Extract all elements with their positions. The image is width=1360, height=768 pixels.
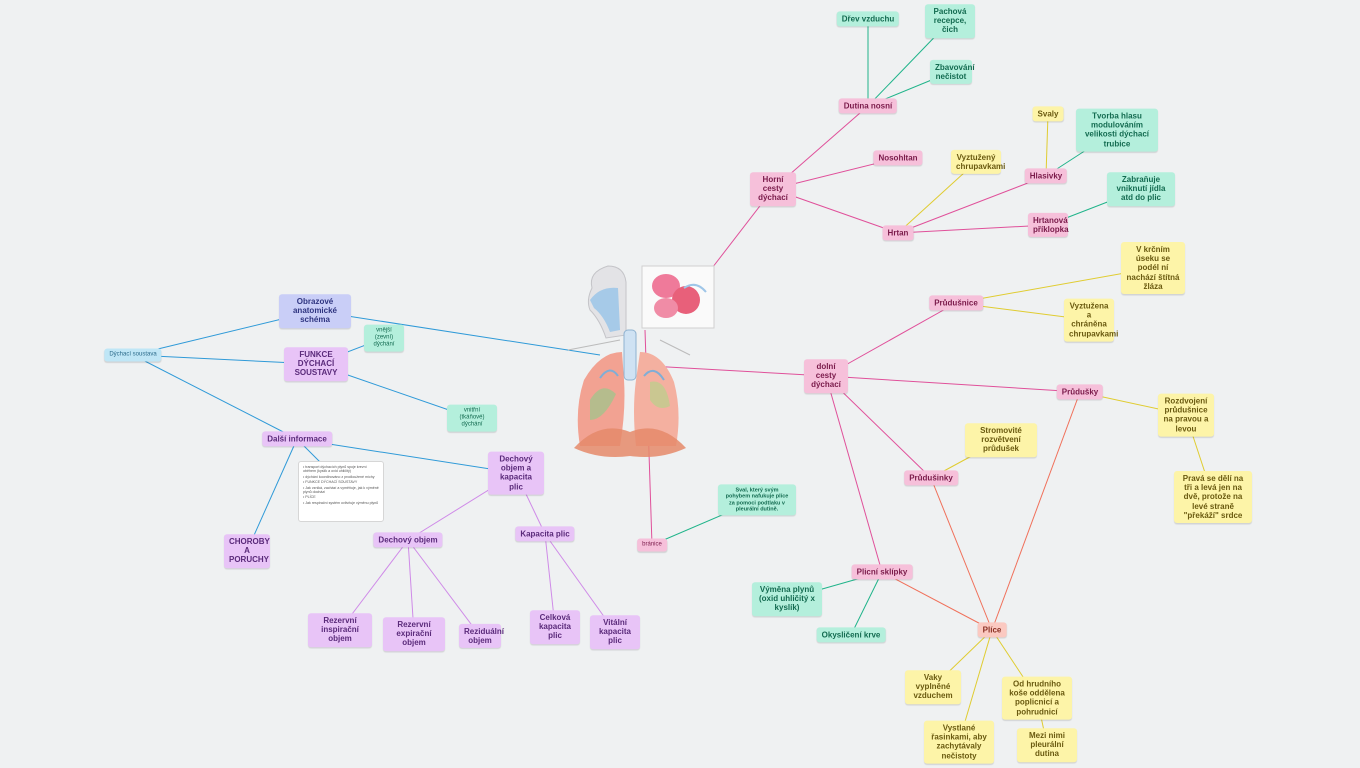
node-dutina-nosni[interactable]: Dutina nosní: [838, 98, 898, 114]
node-v-krcnim-useku[interactable]: V krčním úseku se podél ní nachází štítn…: [1121, 242, 1185, 294]
node-zbavovani-necistot[interactable]: Zbavování nečistot: [930, 59, 975, 85]
node-vitalni-kapacita[interactable]: Vitální kapacita plic: [590, 615, 640, 649]
node-okysliceni-krve[interactable]: Okysličení krve: [816, 627, 886, 643]
node-vyztuzeny-chrupavkami[interactable]: Vyztužený chrupavkami: [951, 149, 1005, 175]
notes-card[interactable]: • transport dýchacích plynů spoje krevní…: [298, 461, 384, 522]
node-hlasivky[interactable]: Hlasivky: [1024, 168, 1068, 184]
node-obrazove-schema[interactable]: Obrazové anatomické schéma: [279, 294, 351, 328]
note-line: • FUNKCE DÝCHACÍ SOUSTAVY: [303, 480, 358, 484]
node-svaly[interactable]: Svaly: [1032, 106, 1064, 122]
node-plice[interactable]: Plíce: [977, 622, 1007, 638]
note-line: • Jak respirační systém ovlivňuje výměnu…: [303, 500, 379, 505]
node-funkce[interactable]: FUNKCE DÝCHACÍ SOUSTAVY: [284, 347, 348, 381]
note-line: • Jak vzniká, zachází a vyměňuje, jak k …: [303, 485, 379, 494]
respiratory-system-illustration: [567, 265, 715, 457]
node-nosohltan[interactable]: Nosohltan: [873, 150, 923, 166]
node-choroby[interactable]: CHOROBY A PORUCHY: [224, 534, 270, 568]
node-vnejsi-dychani[interactable]: vnější (zevní) dýchání: [364, 324, 404, 352]
node-celkova-kapacita[interactable]: Celková kapacita plic: [530, 610, 580, 644]
node-drev-vzduchu[interactable]: Dřev vzduchu: [836, 11, 900, 27]
node-zabranuje-vniknuti[interactable]: Zabraňuje vniknutí jídla atd do plic: [1107, 172, 1175, 206]
node-rozdvojeni[interactable]: Rozdvojení průdušnice na pravou a levou: [1158, 393, 1214, 437]
node-pachova-recepce[interactable]: Pachová recepce, čich: [925, 4, 975, 38]
node-prudusinky[interactable]: Průdušinky: [904, 470, 958, 486]
node-vystlane-rasinkami[interactable]: Vystlané řasinkami, aby zachytávaly neči…: [924, 720, 994, 764]
node-hrtanova-priklopka[interactable]: Hrtanová příklopka: [1028, 212, 1069, 238]
node-rezervni-inspiracni[interactable]: Rezervní inspirační objem: [308, 613, 372, 647]
node-rezidualni[interactable]: Reziduální objem: [459, 623, 504, 649]
note-line: • dýchání koordinováno z prodloužené míc…: [303, 474, 375, 479]
node-dechovy-objem-kapacita[interactable]: Dechový objem a kapacita plic: [488, 451, 544, 495]
node-prudusnice[interactable]: Průdušnice: [929, 295, 983, 311]
node-dechovy-objem[interactable]: Dechový objem: [373, 532, 443, 548]
node-tvorba-hlasu[interactable]: Tvorba hlasu modulováním velikosti dýcha…: [1076, 108, 1158, 152]
node-horni-cesty[interactable]: Horní cesty dýchací: [750, 172, 796, 206]
note-line: • PLÍCE: [303, 495, 316, 499]
node-stromovite[interactable]: Stromovité rozvětvení průdušek: [965, 423, 1037, 457]
node-od-hrudniho-kose[interactable]: Od hrudního koše oddělena poplicnicí a p…: [1002, 676, 1072, 720]
node-vaky[interactable]: Vaky vyplněné vzduchem: [905, 670, 961, 704]
node-plicni-sklipky[interactable]: Plicní sklípky: [851, 564, 913, 580]
node-sval[interactable]: Sval, který svým pohybem nafukuje plíce …: [718, 484, 796, 516]
node-root-dychaci-soustava[interactable]: Dýchací soustava: [104, 348, 162, 362]
node-prudusky[interactable]: Průdušky: [1056, 384, 1104, 400]
node-dolni-cesty[interactable]: dolní cesty dýchací: [804, 359, 848, 393]
node-hrtan[interactable]: Hrtan: [882, 225, 914, 241]
node-dalsi-informace[interactable]: Další informace: [262, 431, 332, 447]
note-line: • transport dýchacích plynů spoje krevní…: [303, 465, 367, 473]
node-vyztuzena-chranena[interactable]: Vyztužena a chráněna chrupavkami: [1064, 298, 1118, 342]
node-kapacita-plic[interactable]: Kapacita plic: [515, 526, 575, 542]
node-prava-se-deli[interactable]: Pravá se dělí na tři a levá jen na dvě, …: [1174, 471, 1252, 523]
node-rezervni-expiracni[interactable]: Rezervní expirační objem: [383, 617, 445, 651]
node-vnitrni-dychani[interactable]: vnitřní (tkáňové) dýchání: [447, 404, 497, 432]
node-mezi-nimi[interactable]: Mezi nimi pleurální dutina: [1017, 728, 1077, 762]
node-vymena-plynu[interactable]: Výměna plynů (oxid uhličitý x kyslík): [752, 582, 822, 616]
node-branice[interactable]: bránice: [637, 538, 667, 552]
